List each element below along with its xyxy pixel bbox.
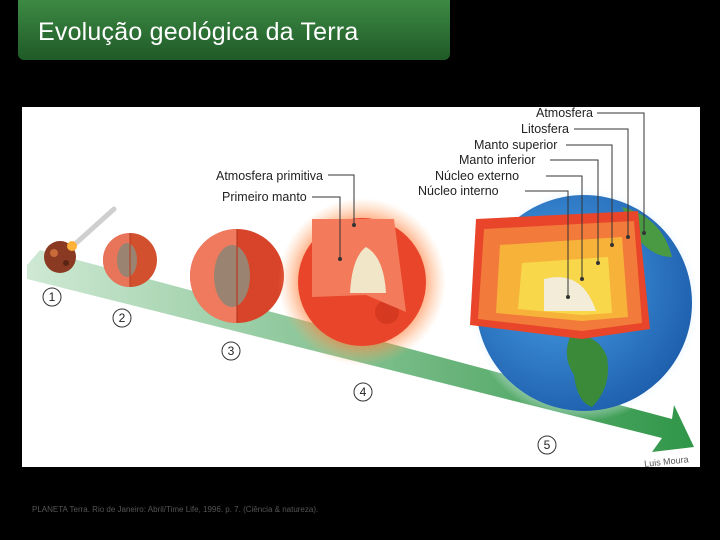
svg-text:3: 3 xyxy=(228,344,235,358)
slide-title: Evolução geológica da Terra xyxy=(38,18,359,46)
leader-primeiro-manto xyxy=(312,196,341,259)
stage-5-earth xyxy=(466,185,700,421)
label-atmosfera: Atmosfera xyxy=(536,107,593,120)
earth-evolution-diagram: 1 2 3 4 5 Atmosfera primitiva Primeiro m… xyxy=(27,107,700,467)
label-nucleo-interno: Núcleo interno xyxy=(418,184,499,198)
label-nucleo-externo: Núcleo externo xyxy=(435,169,519,183)
stage-number-4: 4 xyxy=(353,382,373,402)
svg-text:4: 4 xyxy=(360,385,367,399)
stage-number-2: 2 xyxy=(112,308,132,328)
source-credit: PLANETA Terra. Rio de Janeiro: Abril/Tim… xyxy=(32,505,319,514)
label-litosfera: Litosfera xyxy=(521,122,569,136)
label-atmosfera-primitiva: Atmosfera primitiva xyxy=(216,169,323,183)
earth-leader-lines xyxy=(525,112,645,297)
leader-atmosfera-primitiva xyxy=(328,174,355,225)
artist-signature: Luis Moura xyxy=(644,454,689,467)
svg-text:2: 2 xyxy=(119,311,126,325)
earth-evolution-figure: 1 2 3 4 5 Atmosfera primitiva Primeiro m… xyxy=(22,107,700,467)
svg-text:1: 1 xyxy=(49,290,56,304)
label-manto-superior: Manto superior xyxy=(474,138,557,152)
slide-title-bar: Evolução geológica da Terra xyxy=(18,0,450,60)
stage-number-5: 5 xyxy=(537,435,557,455)
label-primeiro-manto: Primeiro manto xyxy=(222,190,307,204)
stage-1-protoplanet xyxy=(44,206,117,273)
svg-text:5: 5 xyxy=(544,438,551,452)
label-manto-inferior: Manto inferior xyxy=(459,153,535,167)
stage-3-planet xyxy=(190,229,284,323)
stage-number-3: 3 xyxy=(221,341,241,361)
stage-4-planet xyxy=(278,198,446,366)
stage-number-1: 1 xyxy=(42,287,62,307)
stage-2-planet xyxy=(103,233,157,287)
